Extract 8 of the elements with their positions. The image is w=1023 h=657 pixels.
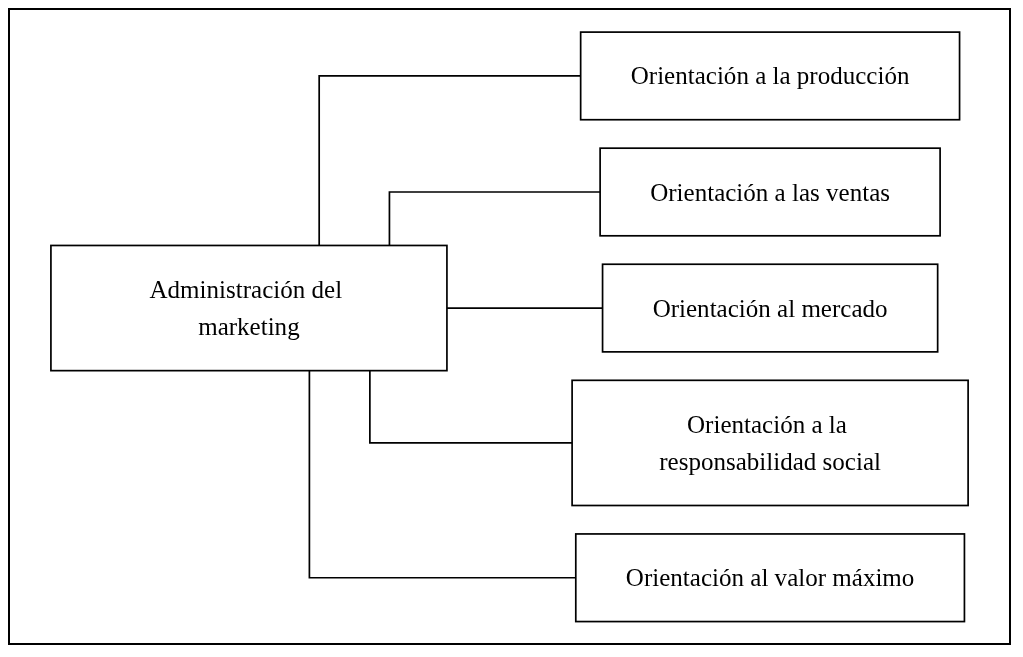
connector [369,369,573,444]
node-box: Orientación al mercado [601,263,939,353]
node-box: Orientación a la responsabilidad social [571,379,969,506]
node-box: Administración del marketing [50,244,448,372]
node-box: Orientación a la producción [579,30,961,121]
node-box: Orientación a las ventas [599,146,941,237]
connector [388,190,601,246]
node-box: Orientación al valor máximo [574,532,966,623]
